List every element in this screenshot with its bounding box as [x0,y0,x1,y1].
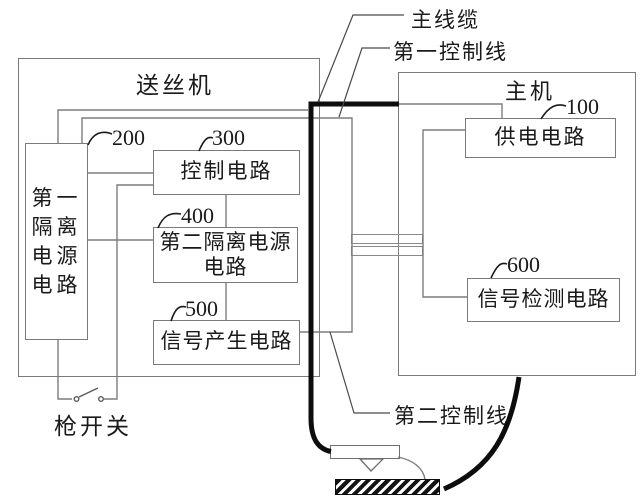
second-isolation-line-2: 电路 [203,256,248,279]
switch-contact-left [73,396,80,403]
welding-torch-body [330,445,400,459]
host-label: 主机 [505,79,556,104]
first-isolation-line-3: 电源 [31,244,82,268]
switch-lever [78,387,99,398]
first-control-line-label: 第一控制线 [393,41,508,64]
ref-200: 200 [112,125,145,150]
switch-contact-right [97,396,104,403]
power-supply-block: 供电电路 [465,118,616,158]
signal-detection-block: 信号检测电路 [467,278,620,322]
workpiece-hatched-plate [335,479,440,495]
control-circuit-label: 控制电路 [180,160,273,184]
ref-400: 400 [181,203,214,228]
second-control-line-label: 第二控制线 [394,405,509,428]
wire-feeder-label: 送丝机 [136,72,214,98]
main-cable-label: 主线缆 [411,9,480,32]
gun-switch-label: 枪开关 [54,413,132,439]
first-isolation-line-2: 隔离 [31,215,82,239]
first-control-leader [338,47,390,118]
first-isolation-line-4: 电路 [31,273,82,297]
second-isolation-power-block: 第二隔离电源 电路 [153,227,298,283]
signal-generation-block: 信号产生电路 [153,320,300,365]
torch-tip-triangle [358,458,385,472]
ref-600: 600 [507,252,540,277]
gun-switch-symbol [73,387,104,403]
main-cable-leader [317,14,404,103]
ref-500: 500 [185,296,218,321]
signal-detection-label: 信号检测电路 [477,287,610,311]
control-circuit-block: 控制电路 [153,150,300,195]
signal-generation-label: 信号产生电路 [160,330,293,354]
ref-100: 100 [566,94,599,119]
torch-to-workpiece-wire [397,456,426,480]
label-leaders [317,14,404,414]
second-control-leader [329,331,390,414]
first-isolation-line-1: 第一 [31,186,82,210]
second-isolation-line-1: 第二隔离电源 [159,231,292,254]
second-cable-to-workpiece-path [442,376,522,492]
first-isolation-power-block: 第一 隔离 电源 电路 [25,143,88,340]
main-cable-path [308,101,399,454]
power-supply-label: 供电电路 [494,125,587,149]
ref-300: 300 [212,125,245,150]
cable-connector-bar-bottom [351,246,423,256]
cable-connector-bar-top [351,234,423,244]
